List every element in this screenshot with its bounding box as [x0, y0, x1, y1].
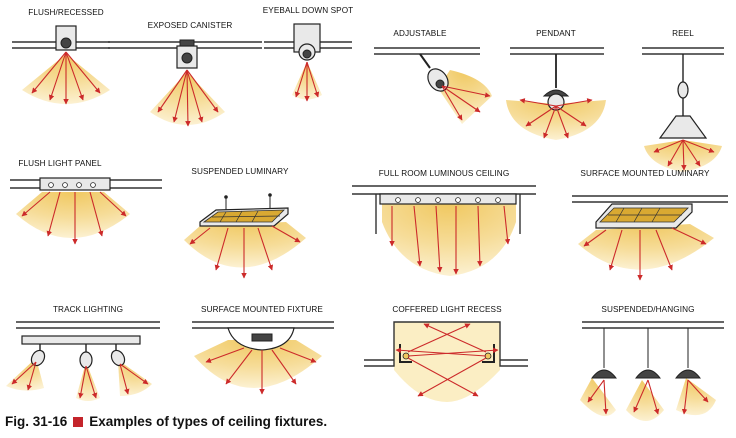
caption-square-icon: [73, 417, 84, 427]
label-exposed-canister: EXPOSED CANISTER: [148, 21, 233, 30]
reel-shade: [658, 115, 708, 139]
fixture-reel: REEL: [642, 29, 724, 172]
hanging-shade-2: [634, 369, 662, 379]
label-track-lighting: TRACK LIGHTING: [53, 305, 123, 314]
fixture-pendant: PENDANT: [506, 29, 606, 140]
lamp-icon: [181, 52, 193, 64]
luminous-ceiling-panel: [379, 193, 517, 205]
fixture-surface-mounted-luminary: SURFACE MOUNTED LUMINARY: [572, 169, 728, 281]
label-suspended-luminary: SUSPENDED LUMINARY: [191, 167, 289, 176]
pendant-shade: [542, 89, 570, 97]
fixture-suspended-hanging: SUSPENDED/HANGING: [580, 305, 724, 421]
track-head-left: [30, 349, 46, 367]
hanging-shade-3: [674, 369, 702, 379]
fixture-flush-recessed: FLUSH/RECESSED: [12, 8, 110, 105]
label-full-room-luminous-ceiling: FULL ROOM LUMINOUS CEILING: [379, 169, 510, 178]
lamp-icon: [251, 333, 273, 342]
track-head-center: [79, 351, 93, 369]
light-beam: [578, 224, 714, 270]
label-coffered-light-recess: COFFERED LIGHT RECESS: [392, 305, 502, 314]
label-reel: REEL: [672, 29, 694, 38]
bulb-icon: [547, 93, 565, 111]
label-surface-mounted-fixture: SURFACE MOUNTED FIXTURE: [201, 305, 323, 314]
fixture-exposed-canister: EXPOSED CANISTER: [108, 21, 262, 127]
label-surface-mounted-luminary: SURFACE MOUNTED LUMINARY: [580, 169, 710, 178]
fixture-adjustable: ADJUSTABLE: [374, 29, 492, 124]
fixture-surface-mounted-fixture: SURFACE MOUNTED FIXTURE: [192, 305, 334, 395]
label-eyeball-down-spot: EYEBALL DOWN SPOT: [263, 6, 354, 15]
lamp-icon: [60, 37, 72, 49]
light-beam: [382, 204, 516, 276]
caption-text: Examples of types of ceiling fixtures.: [89, 414, 328, 429]
light-beam: [438, 70, 492, 124]
fixture-suspended-luminary: SUSPENDED LUMINARY: [184, 167, 306, 279]
label-pendant: PENDANT: [536, 29, 576, 38]
label-flush-light-panel: FLUSH LIGHT PANEL: [18, 159, 102, 168]
light-beam: [184, 222, 306, 268]
fixture-track-lighting: TRACK LIGHTING: [6, 305, 160, 401]
figure-caption: Fig. 31-16 Examples of types of ceiling f…: [5, 414, 327, 429]
figure-number: Fig. 31-16: [5, 414, 68, 429]
hanging-shade-1: [590, 369, 618, 379]
label-suspended-hanging: SUSPENDED/HANGING: [601, 305, 694, 314]
light-beam: [506, 100, 606, 140]
fixture-flush-light-panel: FLUSH LIGHT PANEL: [10, 159, 162, 245]
reel-icon: [677, 81, 689, 99]
label-adjustable: ADJUSTABLE: [393, 29, 447, 38]
label-flush-recessed: FLUSH/RECESSED: [28, 8, 104, 17]
fixture-coffered-light-recess: COFFERED LIGHT RECESS: [364, 305, 528, 402]
light-beam: [16, 192, 130, 238]
light-beam: [394, 322, 500, 402]
track-rail: [21, 335, 141, 345]
fixture-eyeball-down-spot: EYEBALL DOWN SPOT: [263, 6, 354, 102]
fixture-full-room-luminous-ceiling: FULL ROOM LUMINOUS CEILING: [352, 169, 536, 276]
